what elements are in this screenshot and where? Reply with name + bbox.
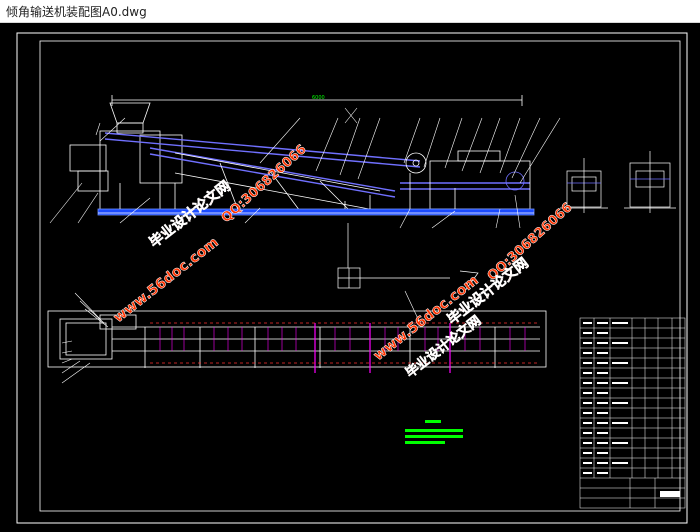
plan-view-rollers xyxy=(159,327,526,351)
technical-notes xyxy=(405,420,463,444)
plan-view-leaders xyxy=(61,290,421,384)
head-pulley xyxy=(405,152,427,174)
cross-section-b xyxy=(624,151,676,213)
watermark-text: www.56doc.com xyxy=(111,234,222,326)
watermarks: 毕业设计论文网 www.56doc.com QQ:306826066 QQ:30… xyxy=(110,142,575,382)
parts-list-text xyxy=(583,322,680,497)
feed-hopper xyxy=(109,102,151,124)
cross-section-a xyxy=(560,158,608,213)
cad-viewport[interactable]: 6000 xyxy=(0,23,700,532)
tail-frame xyxy=(429,160,531,210)
part-leaders xyxy=(49,117,561,229)
base-beam xyxy=(97,208,535,216)
side-elevation-view: 6000 xyxy=(69,95,535,216)
drawing-inner-border xyxy=(39,40,681,512)
parts-list-table xyxy=(579,317,686,509)
plan-view xyxy=(47,310,547,373)
drawing-border xyxy=(16,32,688,524)
drive-frame xyxy=(69,144,107,172)
motor-reducer xyxy=(99,314,137,330)
window-title: 倾角输送机装配图A0.dwg xyxy=(6,5,147,19)
cad-drawing[interactable]: 6000 xyxy=(0,23,700,532)
svg-text:6000: 6000 xyxy=(312,95,325,101)
title-bar: 倾角输送机装配图A0.dwg xyxy=(0,0,700,23)
